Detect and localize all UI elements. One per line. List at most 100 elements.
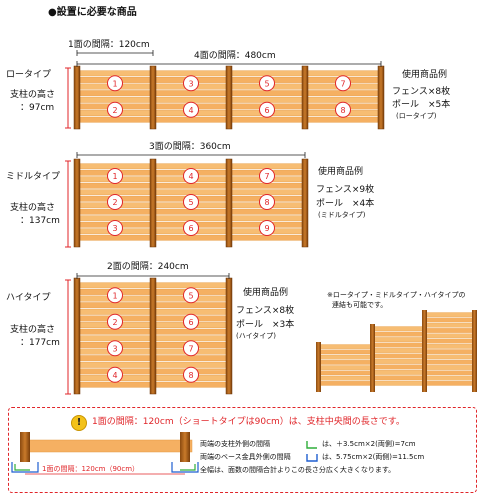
high-fence-panel-number: 7 [188, 344, 193, 353]
middle-fence-panel-number: 9 [264, 224, 269, 233]
low-fence-panel-number: 8 [340, 106, 345, 115]
combo-pole [422, 310, 427, 392]
middle-usage-fence: フェンス×9枚 [316, 185, 375, 195]
combo-pole [370, 324, 375, 392]
high-fence-slat [79, 361, 151, 368]
high-fence-slat [155, 381, 227, 388]
combo-slat [319, 349, 373, 355]
low-usage-pole: ポール ×5本 [392, 100, 451, 110]
low-fence-panel-marker [107, 75, 123, 92]
note-pole [20, 432, 30, 462]
high-fence-slat [155, 361, 227, 368]
combo-slat [423, 359, 475, 365]
note-outer-bracket-right [180, 464, 196, 471]
middle-span-total-label: 3面の間隔：360cm [149, 142, 231, 152]
bottom-note-base-formula: は、5.75cm×2(両側)=11.5cm [322, 453, 425, 461]
low-fence-panel-marker [183, 101, 199, 118]
bottom-note-total-line: 全幅は、面数の間隔合計よりこの長さ分広く大きくなります。 [200, 466, 396, 474]
low-fence-slat [155, 90, 227, 97]
low-fence-pole [73, 65, 81, 130]
high-fence-slat [155, 282, 227, 289]
combo-slat [319, 360, 373, 365]
low-fence-slat [231, 90, 303, 97]
middle-fence-pole [73, 158, 81, 248]
legend-green-bracket-icon [306, 441, 317, 449]
low-fence-panel-marker [335, 75, 351, 92]
high-fence-panel-marker [183, 340, 199, 357]
high-height-label: 支柱の高さ [10, 325, 56, 335]
low-fence-panel-marker [183, 75, 199, 92]
combo-slat [319, 381, 373, 386]
combo-slat [371, 353, 425, 359]
middle-fence-panel-marker [183, 220, 199, 236]
note-pole [180, 432, 190, 462]
high-fence-panel-marker [107, 340, 123, 357]
combo-slat [319, 344, 373, 349]
bottom-note-headline: 1面の間隔：120cm（ショートタイプは90cm）は、支柱中央間の長さです。 [92, 417, 405, 427]
high-fence-slat [79, 381, 151, 388]
high-fence-panel-number: 6 [188, 318, 193, 327]
low-span-one-label: 1面の間隔：120cm [68, 40, 150, 50]
high-fence-pole [149, 277, 157, 395]
low-fence-slat [307, 116, 379, 123]
low-fence-slat [155, 70, 227, 77]
combo-slat [423, 317, 475, 323]
low-fence-panel-marker [259, 101, 275, 118]
high-height-value: ：177cm [20, 338, 60, 348]
low-fence-panel-number: 5 [264, 79, 269, 88]
high-usage-pole: ポール ×3本 [236, 320, 295, 330]
high-fence-slat [155, 302, 227, 309]
combo-slat [423, 365, 475, 370]
combo-slat [371, 375, 425, 381]
combo-slat [319, 365, 373, 370]
high-usage-fence: フェンス×8枚 [236, 306, 295, 316]
middle-fence-panel-number: 8 [264, 198, 269, 207]
low-fence-pole [377, 65, 385, 130]
low-fence-panel-number: 7 [340, 79, 345, 88]
low-fence-slat [307, 96, 379, 103]
high-fence-panel-marker [183, 366, 199, 383]
high-fence-slat [155, 355, 227, 362]
low-span-total-label: 4面の間隔：480cm [194, 51, 276, 61]
low-fence-panel-number: 3 [188, 79, 193, 88]
combo-slat [423, 333, 475, 339]
middle-usage-pole-type: (ミドルタイプ) [318, 211, 366, 219]
low-fence-panel-marker [259, 75, 275, 92]
combo-slat [319, 375, 373, 381]
combined-fence-illustration [316, 310, 477, 392]
combo-note-line2: 連結も可能です。 [332, 301, 388, 309]
low-fence-pole [149, 65, 157, 130]
low-height-value: ：97cm [20, 103, 55, 113]
high-fence-slat [79, 328, 151, 335]
middle-type-label: ミドルタイプ [6, 172, 61, 182]
combo-slat [371, 359, 425, 364]
combo-slat [423, 370, 475, 376]
combo-slat [423, 349, 475, 354]
combo-slat [371, 348, 425, 353]
middle-usage-pole: ポール ×4本 [316, 199, 375, 209]
combo-slat [371, 337, 425, 343]
middle-fence-panel-marker [107, 220, 123, 236]
note-base-bracket-right [171, 462, 199, 473]
middle-fence-pole [149, 158, 157, 248]
note-base-bracket-left [11, 462, 39, 473]
middle-fence-panel-marker [259, 194, 275, 210]
combo-slat [371, 364, 425, 370]
bottom-note-span-label: 1面の間隔：120cm（90cm） [42, 465, 140, 473]
middle-fence-panel-marker [107, 168, 123, 184]
low-fence-slat [231, 96, 303, 103]
high-fence-panel-marker [107, 287, 123, 304]
middle-usage-title: 使用商品例 [318, 167, 364, 177]
combo-slat [371, 331, 425, 337]
high-fence-panel-marker [183, 287, 199, 304]
low-fence-slat [231, 70, 303, 77]
high-fence-panel-number: 4 [112, 371, 117, 380]
low-fence-panel-marker [335, 101, 351, 118]
low-fence-slat [155, 96, 227, 103]
combo-slat [371, 380, 425, 386]
combo-slat [423, 312, 475, 317]
